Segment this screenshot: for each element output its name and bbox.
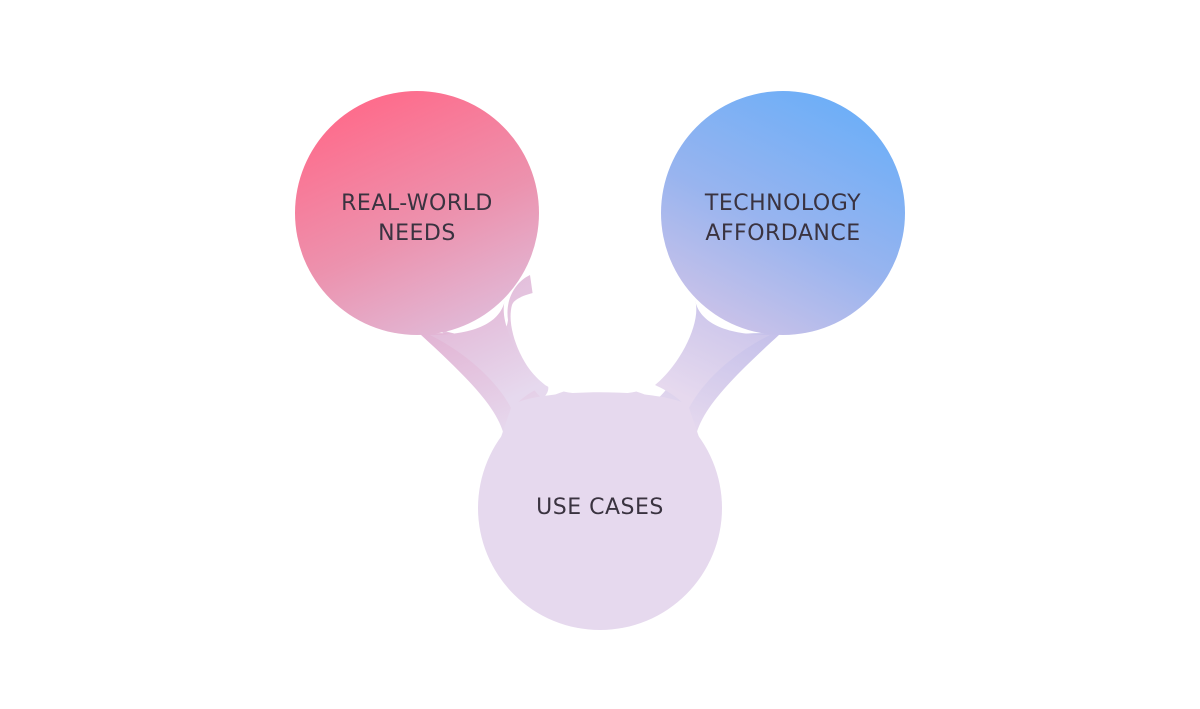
node-use-cases (478, 386, 722, 630)
node-real-world-needs (295, 91, 539, 335)
neck-base-fill (500, 392, 700, 440)
label-line: USE CASES (536, 495, 664, 520)
label-technology-affordance: TECHNOLOGY AFFORDANCE (683, 189, 883, 249)
label-use-cases: USE CASES (500, 493, 700, 523)
label-real-world-needs: REAL-WORLD NEEDS (317, 189, 517, 249)
label-line: AFFORDANCE (705, 221, 861, 246)
center-notch (510, 286, 690, 395)
label-line: REAL-WORLD (341, 191, 493, 216)
label-line: TECHNOLOGY (704, 191, 862, 216)
neck-right-fill (655, 300, 770, 410)
label-line: NEEDS (378, 221, 456, 246)
node-technology-affordance (661, 91, 905, 335)
neck-left-fill (430, 300, 545, 410)
